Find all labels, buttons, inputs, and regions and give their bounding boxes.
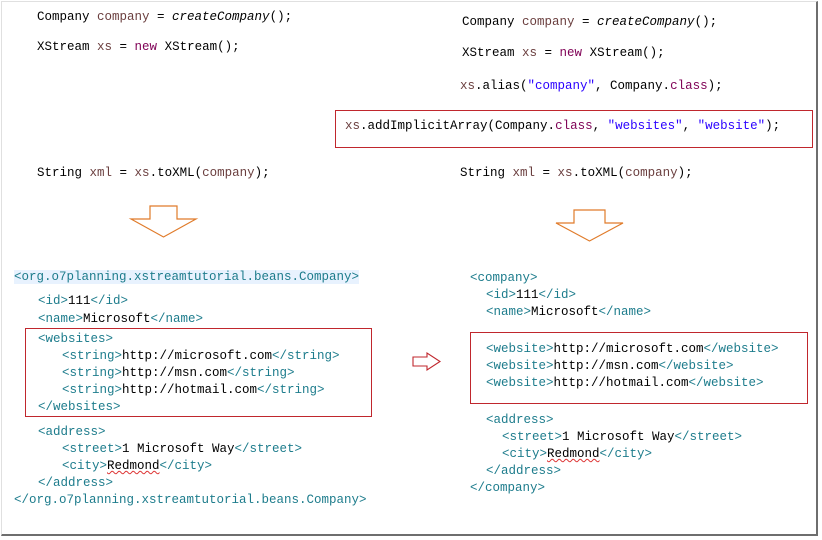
right-xml-website-2: <website>http://msn.com</website> [486,359,734,373]
left-xml-address-close: </address> [38,476,114,490]
left-xml-id: <id>111</id> [38,294,129,308]
left-code-line-create-company: Company company = createCompany(); [37,10,293,24]
right-xml-address-close: </address> [486,464,562,478]
left-xml-root-close: </org.o7planning.xstreamtutorial.beans.C… [14,493,367,507]
right-xml-root-open: <company> [470,271,538,285]
right-xml-address-open: <address> [486,413,554,427]
left-xml-string-2: <string>http://msn.com</string> [62,366,295,380]
down-arrow-icon [555,209,624,242]
right-xml-id: <id>111</id> [486,288,577,302]
right-code-line-add-implicit-array: xs.addImplicitArray(Company.class, "webs… [345,119,781,133]
left-code-line-to-xml: String xml = xs.toXML(company); [37,166,270,180]
right-xml-name: <name>Microsoft</name> [486,305,652,319]
left-xml-websites-close: </websites> [38,400,121,414]
right-code-line-alias: xs.alias("company", Company.class); [460,79,723,93]
left-xml-root-open: <org.o7planning.xstreamtutorial.beans.Co… [14,270,360,284]
left-xml-city: <city>Redmond</city> [62,459,213,473]
right-xml-city: <city>Redmond</city> [502,447,653,461]
left-code-line-new-xstream: XStream xs = new XStream(); [37,40,240,54]
right-code-line-create-company: Company company = createCompany(); [462,15,718,29]
right-xml-website-1: <website>http://microsoft.com</website> [486,342,779,356]
right-website-highlight-box [470,332,808,404]
right-arrow-icon [412,351,442,372]
right-xml-street: <street>1 Microsoft Way</street> [502,430,743,444]
left-xml-string-3: <string>http://hotmail.com</string> [62,383,325,397]
right-implicit-array-highlight-box [335,110,813,148]
right-code-line-new-xstream: XStream xs = new XStream(); [462,46,665,60]
left-websites-highlight-box [25,328,372,417]
right-xml-website-3: <website>http://hotmail.com</website> [486,376,764,390]
left-xml-name: <name>Microsoft</name> [38,312,204,326]
right-xml-root-close: </company> [470,481,546,495]
left-xml-street: <street>1 Microsoft Way</street> [62,442,303,456]
down-arrow-icon [128,205,199,238]
right-code-line-to-xml: String xml = xs.toXML(company); [460,166,693,180]
left-xml-string-1: <string>http://microsoft.com</string> [62,349,340,363]
left-xml-websites-open: <websites> [38,332,114,346]
left-xml-address-open: <address> [38,425,106,439]
